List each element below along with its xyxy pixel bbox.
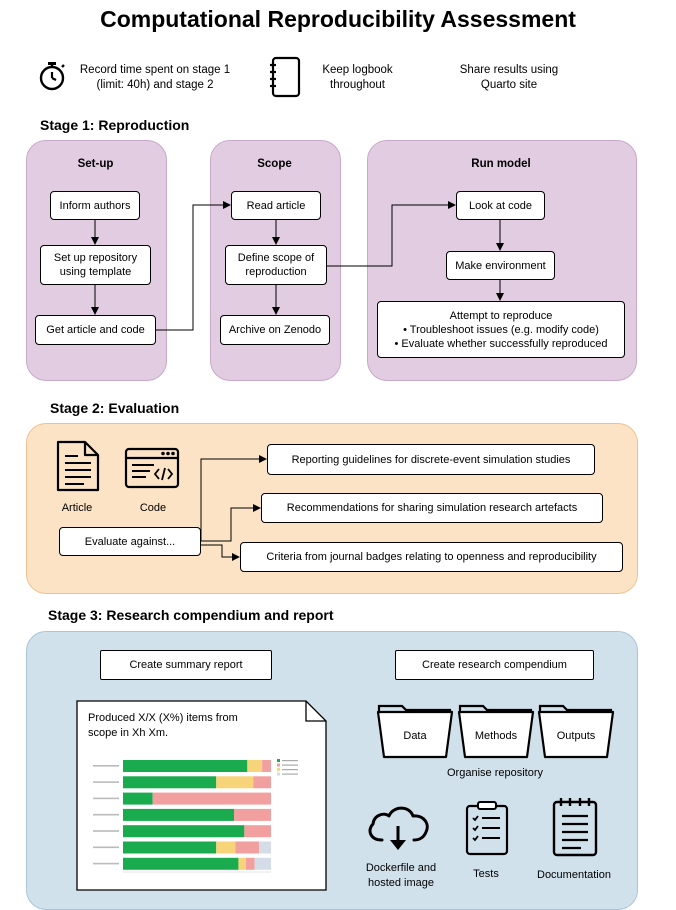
logbook-icon [270,56,301,98]
thumb-bar-segment [123,760,248,772]
thumb-row-label [93,830,119,832]
create-summary-report-box: Create summary report [100,650,272,680]
make-environment-box: Make environment [446,251,555,280]
folder-label-outputs: Outputs [556,730,596,742]
share-note: Share results using Quarto site [459,64,559,91]
thumb-bar-segment [123,825,245,838]
look-at-code-box: Look at code [456,191,545,220]
tests-label: Tests [473,868,499,880]
thumb-legend-text [282,769,298,771]
create-research-compendium-box: Create research compendium [395,650,594,680]
thumb-bar-segment [123,776,217,789]
thumb-row-label [93,862,119,865]
article-label: Article [61,502,93,514]
outputs-folder-icon [537,704,615,759]
report-summary-text: Produced X/X (X%) items from scope in Xh… [88,712,238,739]
thumb-bar-segment [235,841,260,854]
folder-label-data: Data [403,730,427,742]
thumb-bar-segment [238,857,246,870]
thumb-legend-swatch [277,763,280,767]
thumb-legend-text [282,764,298,766]
thumb-bar-segment [123,808,234,821]
thumb-legend-swatch [277,759,280,762]
thumb-bar-segment [234,808,271,821]
thumb-bar-segment [259,841,271,854]
evaluate-against-box: Evaluate against... [59,527,201,556]
run-model-title: Run model [471,158,531,170]
stage2-heading: Stage 2: Evaluation [50,400,180,416]
thumbnail-chart [93,759,298,873]
stage3-heading: Stage 3: Research compendium and report [48,607,334,623]
thumb-bar-segment [123,841,217,854]
logbook-note: Keep logbook throughout [322,64,393,91]
data-folder-icon [376,704,454,759]
thumb-legend-text [282,760,298,762]
define-scope-box: Define scope of reproduction [225,245,327,285]
thumb-bar-segment [254,857,271,870]
stopwatch-icon [39,62,65,91]
thumb-bar-segment [123,857,239,870]
folder-label-methods: Methods [474,730,518,742]
timer-note: Record time spent on stage 1 (limit: 40h… [79,64,231,91]
thumb-row-label [93,765,119,767]
cloud-download-icon [368,806,429,850]
article-icon [56,440,100,492]
read-article-box: Read article [231,191,321,220]
thumb-bar-segment [123,792,153,805]
report-thumbnail [89,753,309,877]
setup-title: Set-up [77,158,114,170]
archive-zenodo-box: Archive on Zenodo [220,315,330,345]
thumb-row-label [93,797,119,800]
thumb-bar-segment [152,792,271,805]
attempt-reproduce-box: Attempt to reproduce • Troubleshoot issu… [377,301,625,358]
documentation-icon [552,798,598,857]
thumb-row-label [93,781,119,783]
journal-badges-box: Criteria from journal badges relating to… [240,542,623,572]
organise-repository-label: Organise repository [447,767,543,779]
reporting-guidelines-box: Reporting guidelines for discrete-event … [267,444,595,475]
thumb-bar-segment [216,776,254,789]
thumb-bar-segment [247,760,263,772]
get-article-box: Get article and code [35,315,156,345]
methods-folder-icon [457,704,535,759]
thumb-legend-swatch [277,772,280,776]
page-title: Computational Reproducibility Assessment [100,6,576,32]
thumb-legend-swatch [277,768,280,771]
thumb-bar-segment [262,760,271,772]
code-window-icon [124,447,180,489]
documentation-label: Documentation [537,869,611,881]
thumb-row-label [93,813,119,816]
stage1-heading: Stage 1: Reproduction [40,117,190,133]
thumb-bar-segment [245,857,255,870]
thumb-row-label [93,846,119,849]
thumb-legend-text [282,773,298,775]
inform-authors-box: Inform authors [50,191,140,220]
thumb-bar-segment [244,825,271,838]
thumb-bar-segment [253,776,271,789]
code-label: Code [139,502,167,514]
setup-repo-box: Set up repository using template [40,245,151,285]
dockerfile-label: Dockerfile and hosted image [365,862,437,889]
tests-clipboard-icon [465,801,509,856]
sharing-recommendations-box: Recommendations for sharing simulation r… [261,493,603,523]
scope-title: Scope [257,158,292,170]
thumb-bar-segment [216,841,236,854]
